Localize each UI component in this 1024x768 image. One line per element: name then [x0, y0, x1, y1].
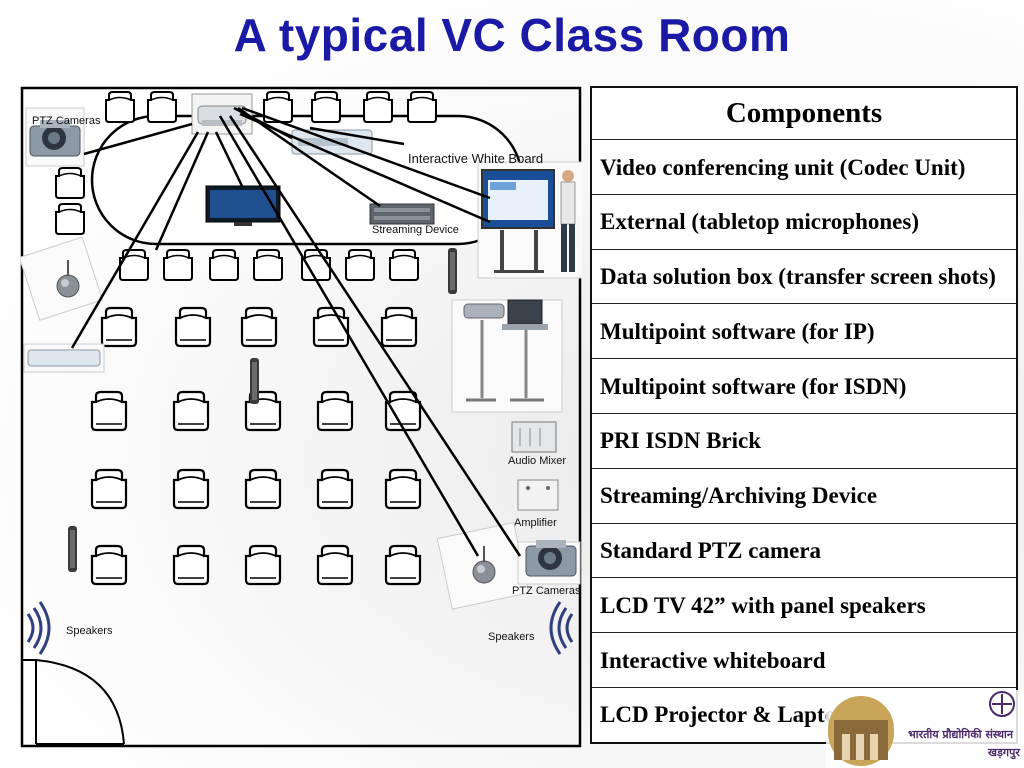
institute-logo: भारतीय प्रौद्योगिकी संस्थान खड़गपुर: [826, 690, 1024, 768]
label-speakers-right: Speakers: [488, 631, 535, 643]
label-streaming-device: Streaming Device: [372, 224, 459, 236]
connection-lines: [70, 106, 522, 557]
interactive-whiteboard: [477, 161, 582, 279]
ptz-camera-bottom: [517, 539, 581, 585]
tabletop-microphone-left: [20, 236, 104, 321]
logo-text-line1: भारतीय प्रौद्योगिकी संस्थान: [908, 727, 1014, 741]
label-speakers-left: Speakers: [66, 625, 113, 637]
logo-text-line2: खड़गपुर: [987, 746, 1020, 760]
components-header: Components: [590, 86, 1018, 141]
component-item: Multipoint software (for IP): [590, 303, 1018, 360]
component-item: Interactive whiteboard: [590, 632, 1018, 688]
component-item: External (tabletop microphones): [590, 193, 1018, 250]
audio-mixer: [511, 421, 557, 453]
label-audio-mixer: Audio Mixer: [508, 455, 566, 467]
component-item: Streaming/Archiving Device: [590, 467, 1018, 524]
codec-unit: [191, 93, 253, 135]
speakers-left: [26, 601, 51, 655]
amplifier: [517, 479, 559, 511]
component-item: Data solution box (transfer screen shots…: [590, 248, 1018, 305]
component-item: PRI ISDN Brick: [590, 413, 1018, 469]
label-ptz-cameras-top: PTZ Cameras: [32, 115, 101, 127]
streaming-device: [369, 203, 435, 225]
slide-title: A typical VC Class Room: [233, 9, 791, 61]
label-interactive-white-board: Interactive White Board: [408, 151, 543, 166]
label-amplifier: Amplifier: [514, 517, 557, 529]
component-item: Multipoint software (for ISDN): [590, 358, 1018, 415]
component-item: Video conferencing unit (Codec Unit): [590, 139, 1018, 195]
speakers-right: [549, 601, 574, 655]
component-item: LCD TV 42” with panel speakers: [590, 577, 1018, 634]
data-box-left: [23, 343, 105, 373]
lcd-tv: [205, 185, 281, 226]
ptz-camera-top: [25, 107, 85, 167]
projector-cart: [451, 299, 563, 413]
classroom-floorplan: Streaming Device Interactive White Board…: [20, 86, 582, 748]
component-item: Standard PTZ camera: [590, 522, 1018, 579]
components-table: Components Video conferencing unit (Code…: [590, 86, 1018, 744]
label-ptz-cameras-bottom: PTZ Cameras: [512, 585, 581, 597]
